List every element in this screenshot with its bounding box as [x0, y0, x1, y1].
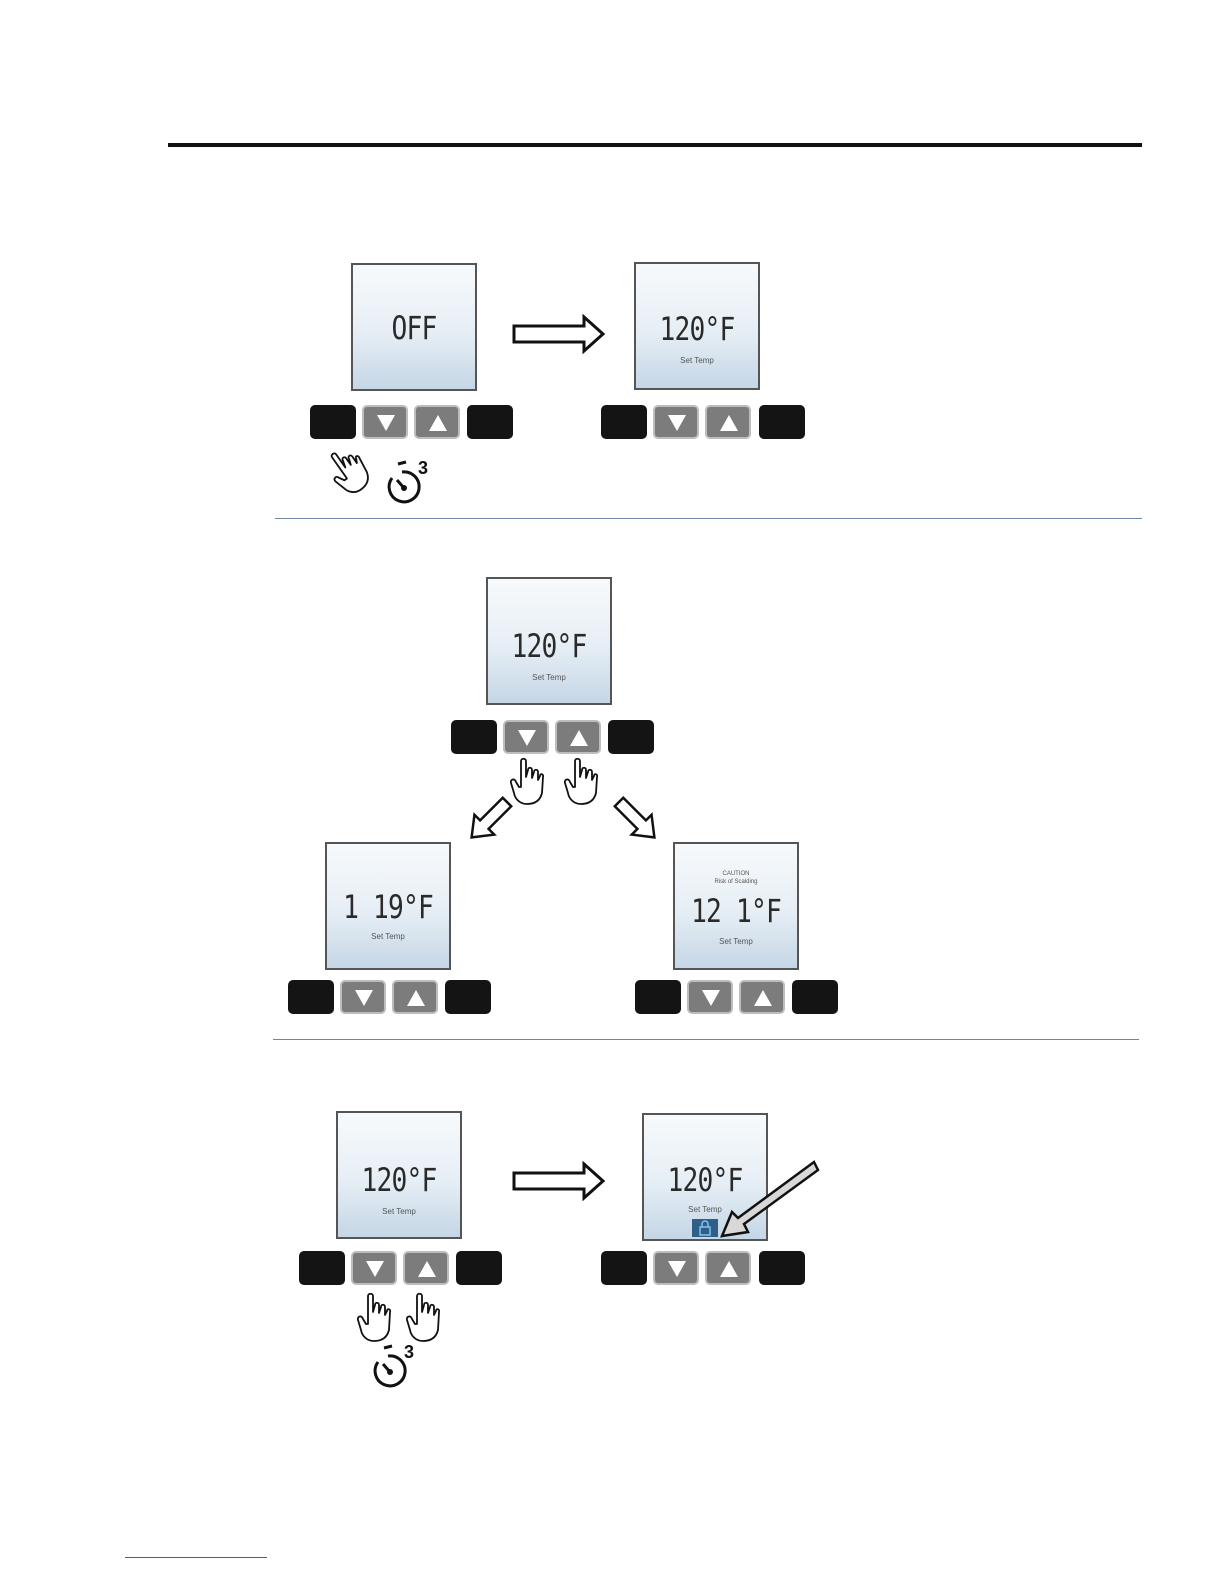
display-screen: 120°F Set Temp: [486, 577, 612, 705]
button-row: [310, 405, 514, 439]
down-button[interactable]: [340, 980, 386, 1014]
triangle-down-icon: [354, 989, 374, 1007]
down-button[interactable]: [503, 720, 549, 754]
caution-label: CAUTION: [675, 871, 797, 878]
outline-arrow-icon: [608, 793, 664, 845]
power-button[interactable]: [635, 980, 681, 1014]
outline-arrow-icon: [512, 1161, 606, 1201]
triangle-up-icon: [428, 414, 448, 432]
timer-seconds: 3: [404, 1342, 414, 1362]
mode-button[interactable]: [467, 405, 513, 439]
set-temp-label: Set Temp: [488, 673, 610, 682]
set-temp-label: Set Temp: [338, 1207, 460, 1216]
down-button[interactable]: [687, 980, 733, 1014]
set-temp-label: Set Temp: [636, 356, 758, 365]
display-reading: 120°F: [647, 310, 747, 348]
power-button[interactable]: [601, 405, 647, 439]
outline-arrow-icon: [512, 314, 606, 354]
lock-icon: [692, 1219, 718, 1237]
down-button[interactable]: [351, 1251, 397, 1285]
triangle-down-icon: [517, 729, 537, 747]
power-button[interactable]: [288, 980, 334, 1014]
button-row: [451, 720, 655, 754]
triangle-down-icon: [365, 1260, 385, 1278]
up-button[interactable]: [705, 1251, 751, 1285]
triangle-up-icon: [753, 989, 773, 1007]
triangle-up-icon: [406, 989, 426, 1007]
power-button[interactable]: [451, 720, 497, 754]
display-screen-decreased: 1 19°F Set Temp: [325, 842, 451, 970]
triangle-up-icon: [719, 1260, 739, 1278]
display-screen-off: OFF: [351, 263, 477, 391]
timer-seconds: 3: [418, 458, 428, 478]
up-button[interactable]: [414, 405, 460, 439]
power-button[interactable]: [299, 1251, 345, 1285]
power-button[interactable]: [310, 405, 356, 439]
set-temp-label: Set Temp: [327, 932, 449, 941]
button-row: [635, 980, 839, 1014]
section-divider: [273, 1039, 1139, 1040]
triangle-down-icon: [667, 414, 687, 432]
lock-indicator: [692, 1219, 718, 1237]
display-screen: 120°F Set Temp: [336, 1111, 462, 1239]
footer-link-underline: [125, 1557, 267, 1558]
up-button[interactable]: [555, 720, 601, 754]
up-button[interactable]: [739, 980, 785, 1014]
triangle-up-icon: [569, 729, 589, 747]
triangle-up-icon: [417, 1260, 437, 1278]
mode-button[interactable]: [456, 1251, 502, 1285]
up-button[interactable]: [392, 980, 438, 1014]
display-reading: 12 1°F: [686, 892, 786, 930]
header-rule: [168, 143, 1142, 147]
triangle-down-icon: [701, 989, 721, 1007]
triangle-down-icon: [667, 1260, 687, 1278]
button-row: [601, 405, 805, 439]
mode-button[interactable]: [608, 720, 654, 754]
display-screen-on: 120°F Set Temp: [634, 262, 760, 390]
down-button[interactable]: [362, 405, 408, 439]
display-reading: 1 19°F: [338, 888, 438, 926]
down-button[interactable]: [653, 405, 699, 439]
section-divider: [275, 518, 1142, 519]
mode-button[interactable]: [759, 405, 805, 439]
stopwatch-icon: 3: [384, 456, 436, 512]
stopwatch-icon: 3: [370, 1340, 422, 1396]
triangle-down-icon: [376, 414, 396, 432]
mode-button[interactable]: [759, 1251, 805, 1285]
button-row: [288, 980, 492, 1014]
scald-warning: Risk of Scalding: [675, 879, 797, 886]
display-reading: 120°F: [349, 1161, 449, 1199]
display-reading: OFF: [364, 309, 464, 347]
up-button[interactable]: [705, 405, 751, 439]
pointing-hand-icon: [403, 1292, 447, 1344]
pointer-arrow-icon: [716, 1158, 820, 1242]
display-reading: 120°F: [499, 627, 599, 665]
mode-button[interactable]: [792, 980, 838, 1014]
triangle-up-icon: [719, 414, 739, 432]
mode-button[interactable]: [445, 980, 491, 1014]
button-row: [299, 1251, 503, 1285]
pointing-hand-icon: [561, 757, 605, 807]
up-button[interactable]: [403, 1251, 449, 1285]
pointing-hand-icon: [326, 446, 372, 496]
down-button[interactable]: [653, 1251, 699, 1285]
power-button[interactable]: [601, 1251, 647, 1285]
pointing-hand-icon: [354, 1292, 398, 1344]
display-screen-increased: CAUTION Risk of Scalding 12 1°F Set Temp: [673, 842, 799, 970]
outline-arrow-icon: [462, 793, 518, 845]
set-temp-label: Set Temp: [675, 937, 797, 946]
button-row: [601, 1251, 805, 1285]
